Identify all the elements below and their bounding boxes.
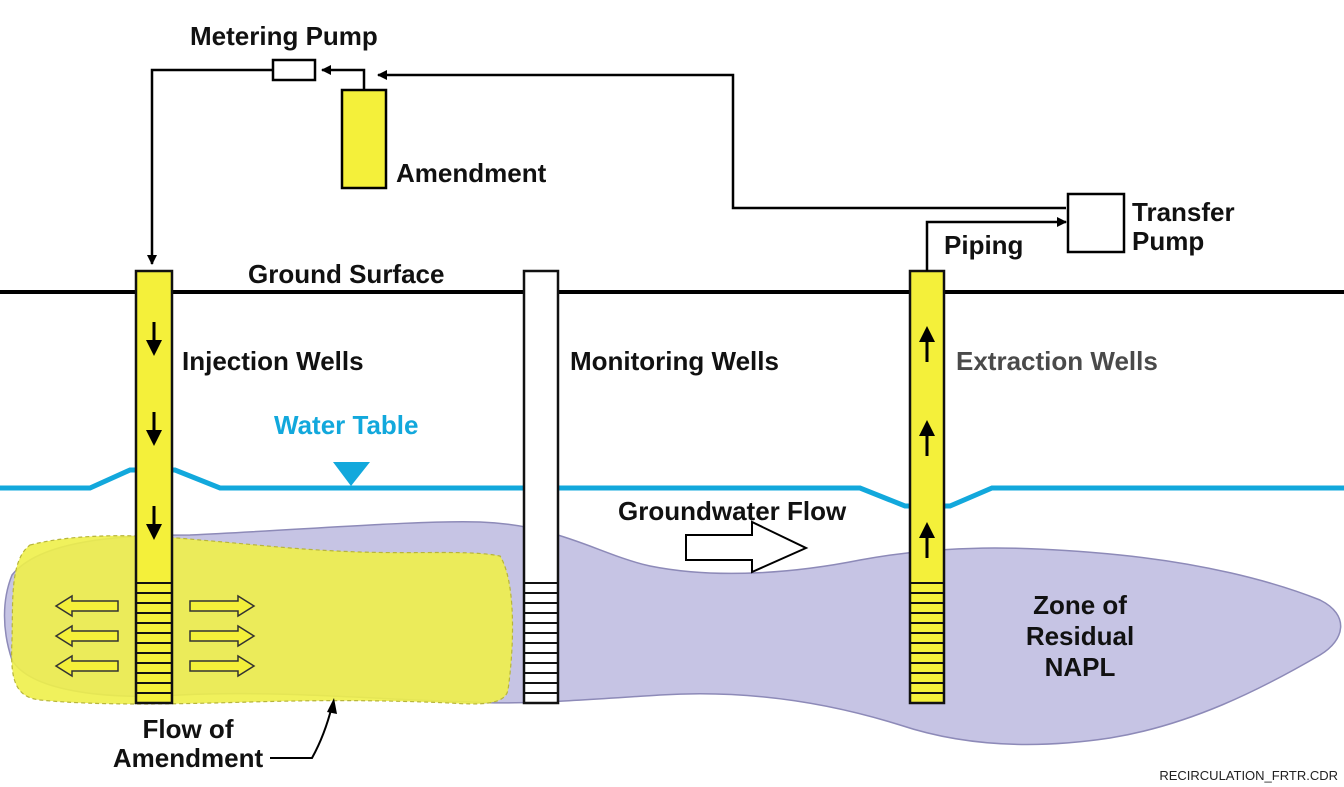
monitoring-well — [522, 269, 560, 705]
napl-zone-label: Residual — [1026, 621, 1134, 651]
down-arrow-icon — [146, 412, 162, 446]
leader-arrowhead-icon — [327, 698, 337, 714]
up-arrow-icon — [919, 326, 935, 362]
up-arrow-icon — [919, 420, 935, 456]
monitoring-wells-label: Monitoring Wells — [570, 346, 779, 376]
groundwater-flow-arrow — [685, 520, 809, 574]
ground-surface-label: Ground Surface — [248, 259, 444, 289]
injection-feed-line — [147, 68, 272, 265]
injection-wells-label: Injection Wells — [182, 346, 364, 376]
piping-label: Piping — [944, 230, 1023, 260]
amendment-feed-line — [321, 65, 366, 90]
metering-pump — [271, 58, 317, 82]
injection-well-screen — [136, 582, 172, 694]
outflow-arrows-left — [54, 594, 119, 678]
napl-zone-label: Zone of — [1033, 590, 1127, 620]
extraction-wells-label: Extraction Wells — [956, 346, 1158, 376]
down-arrow-icon — [146, 322, 162, 356]
extraction-well-screen — [910, 582, 944, 694]
transfer-pump — [1066, 192, 1126, 254]
flow-of-amendment-leader — [270, 705, 333, 759]
water-table-label: Water Table — [274, 410, 418, 440]
file-caption: RECIRCULATION_FRTR.CDR — [1159, 768, 1338, 783]
amendment-plume — [11, 535, 514, 705]
injection-well — [134, 269, 174, 705]
water-table-symbol — [333, 462, 370, 486]
metering-pump-label: Metering Pump — [190, 21, 378, 51]
up-arrow-icon — [919, 522, 935, 558]
transfer-pump-label: Pump — [1132, 226, 1204, 256]
extraction-well — [908, 269, 946, 705]
amendment-label: Amendment — [396, 158, 547, 188]
flow-of-amendment-label: Amendment — [113, 743, 264, 773]
down-arrow-icon — [146, 506, 162, 540]
flow-of-amendment-label: Flow of — [143, 714, 234, 744]
transfer-pump-label: Transfer — [1132, 197, 1235, 227]
napl-zone-label: NAPL — [1045, 652, 1116, 682]
return-piping-line — [377, 70, 1066, 210]
outflow-arrows-right — [189, 594, 256, 678]
piping-line — [925, 217, 1067, 271]
groundwater-flow-label: Groundwater Flow — [618, 496, 847, 526]
amendment-tank — [340, 88, 388, 190]
monitoring-well-screen — [524, 582, 558, 694]
